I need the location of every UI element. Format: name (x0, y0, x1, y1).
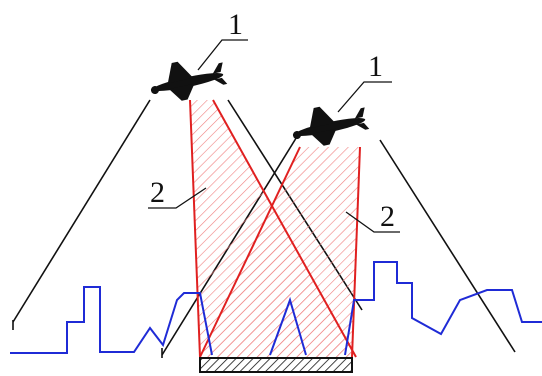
leader-uav2 (337, 81, 392, 113)
target-strip (199, 357, 353, 373)
leader-beam2 (345, 211, 400, 233)
uav2-right-boundary (379, 139, 516, 353)
leader-lines (148, 39, 400, 233)
uav-drone-icon (292, 106, 370, 146)
beam-region-2 (200, 147, 360, 357)
uav2-label: 1 (368, 50, 383, 83)
leader-uav1 (197, 39, 248, 71)
uav-drone-icon (150, 61, 228, 101)
beam-edges (189, 99, 361, 358)
terrain-left (10, 286, 213, 356)
leader-beam1 (148, 187, 207, 209)
beam2-right-edge (351, 146, 361, 358)
beam2-label: 2 (380, 200, 395, 233)
terrain-right (344, 261, 542, 356)
beam1-label: 2 (150, 176, 165, 209)
beam1-left-edge (189, 99, 201, 358)
beam2-left-edge (199, 146, 301, 358)
terrain-profile (10, 261, 542, 356)
uav1-left-boundary (12, 99, 151, 323)
beam1-right-edge (212, 99, 357, 358)
terrain-center (269, 296, 307, 356)
uav1-label: 1 (228, 8, 243, 41)
